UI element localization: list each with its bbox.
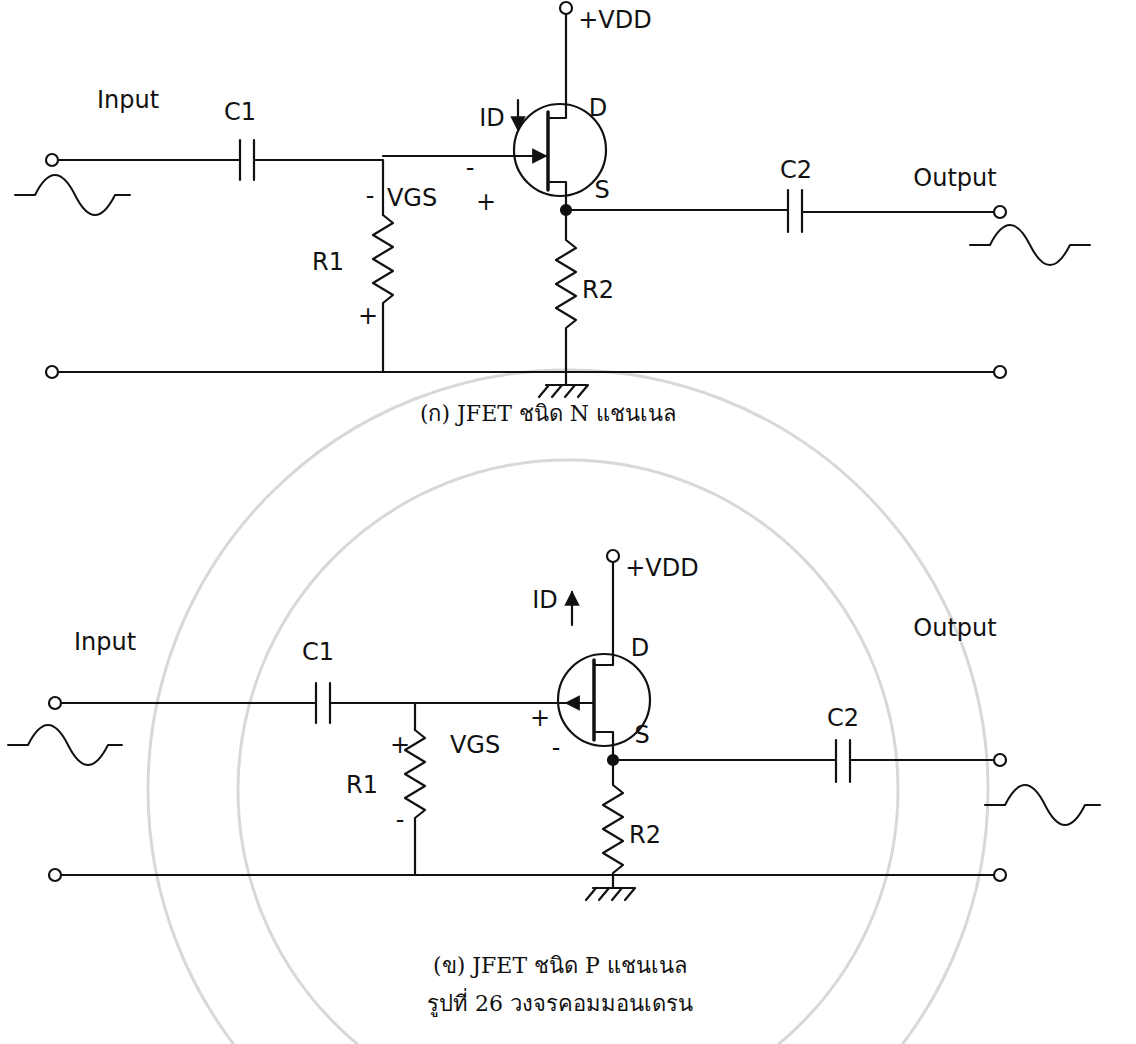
resistor-label: R1 — [346, 772, 378, 798]
polarity-sign: + — [530, 705, 550, 731]
pin-label: D — [631, 635, 649, 661]
terminal-label: Input — [97, 87, 159, 113]
sub-caption: (ข) JFET ชนิด P แชนเนล — [433, 954, 687, 978]
voltage-label: VGS — [387, 185, 437, 211]
supply-label: +VDD — [625, 555, 699, 581]
capacitor-label: C2 — [827, 705, 859, 731]
polarity-sign: + — [358, 303, 378, 329]
polarity-sign: + — [476, 189, 496, 215]
capacitor-label: C2 — [780, 157, 812, 183]
watermark-seal — [148, 370, 988, 1044]
resistor-label: R1 — [312, 249, 344, 275]
capacitor-label: C1 — [302, 639, 334, 665]
polarity-sign: - — [396, 807, 405, 833]
figure-caption: รูปที่ 26 วงจรคอมมอนเดรน — [427, 992, 693, 1016]
current-label: ID — [479, 105, 505, 131]
p-channel-circuit — [8, 550, 1100, 900]
pin-label: S — [634, 722, 649, 748]
pin-label: D — [589, 95, 607, 121]
polarity-sign: - — [466, 155, 475, 181]
polarity-sign: - — [366, 183, 375, 209]
current-label: ID — [532, 587, 558, 613]
pin-label: S — [594, 177, 609, 203]
n-channel-circuit — [15, 2, 1090, 397]
capacitor-label: C1 — [224, 99, 256, 125]
terminal-label: Input — [74, 629, 136, 655]
supply-label: +VDD — [578, 7, 652, 33]
sub-caption: (ก) JFET ชนิด N แชนเนล — [420, 402, 676, 426]
resistor-label: R2 — [629, 822, 661, 848]
resistor-label: R2 — [582, 277, 614, 303]
voltage-label: VGS — [450, 732, 500, 758]
polarity-sign: - — [552, 735, 561, 761]
polarity-sign: + — [390, 732, 410, 758]
terminal-label: Output — [913, 615, 996, 641]
terminal-label: Output — [913, 165, 996, 191]
